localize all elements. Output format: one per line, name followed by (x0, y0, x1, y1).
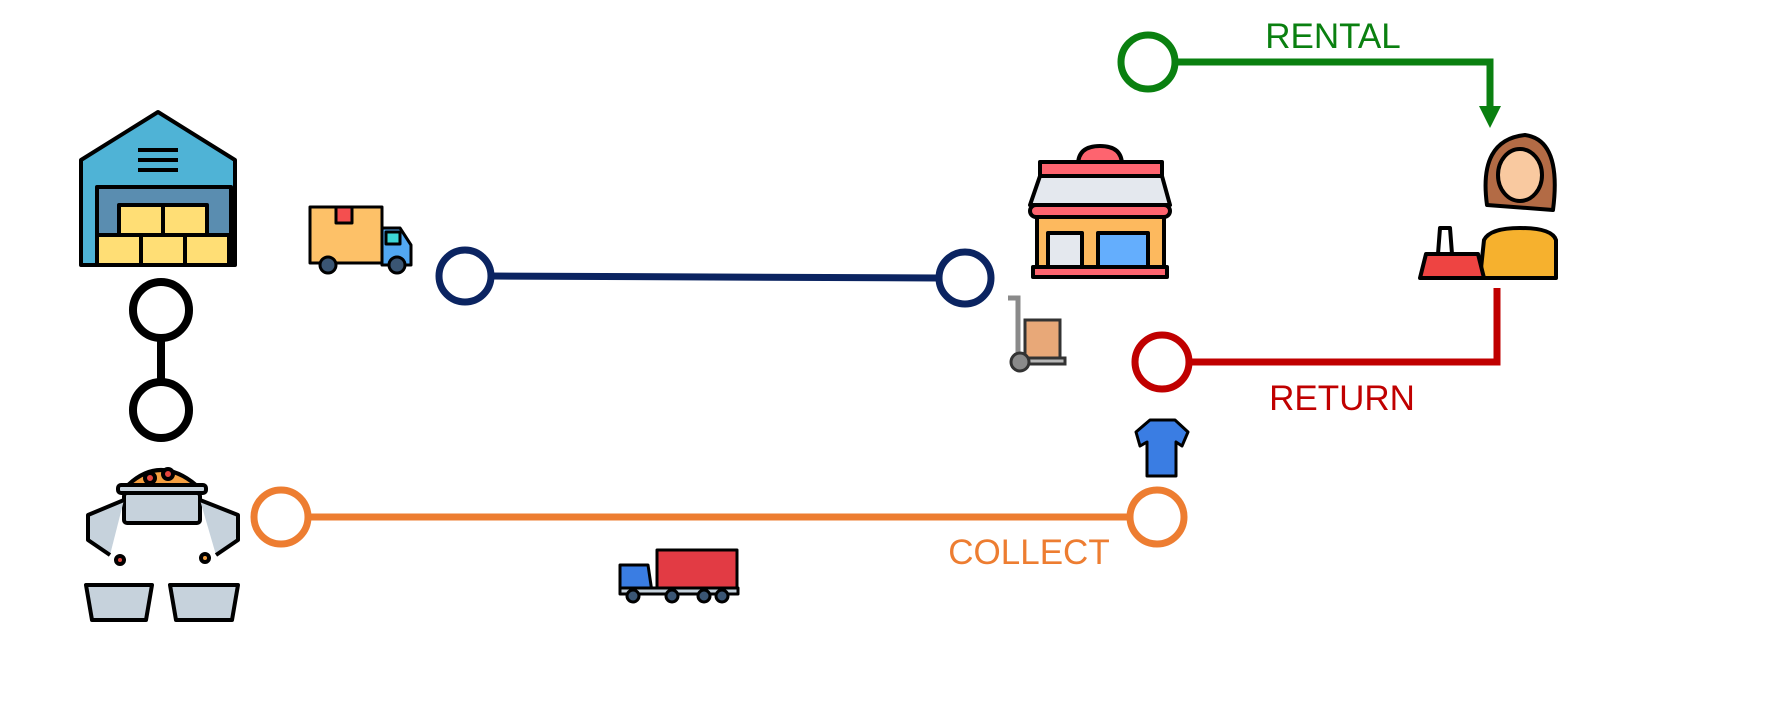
warehouse-icon (79, 110, 237, 267)
sorting-machine-icon (84, 467, 240, 622)
delivery-connector (435, 246, 995, 308)
rental-connector (1117, 31, 1501, 128)
return-label: RETURN (1269, 379, 1415, 418)
container-truck-icon (618, 548, 740, 604)
rental-label: RENTAL (1265, 17, 1401, 56)
tshirt-icon (1134, 418, 1190, 478)
internal-transfer-connector (129, 278, 193, 442)
hand-truck-icon (1008, 295, 1067, 373)
delivery-truck-icon (308, 205, 413, 275)
shopper-icon (1418, 133, 1558, 280)
collect-connector (250, 486, 1188, 548)
collect-label: COLLECT (948, 533, 1109, 572)
return-connector (1131, 288, 1501, 393)
shop-icon (1028, 144, 1172, 279)
